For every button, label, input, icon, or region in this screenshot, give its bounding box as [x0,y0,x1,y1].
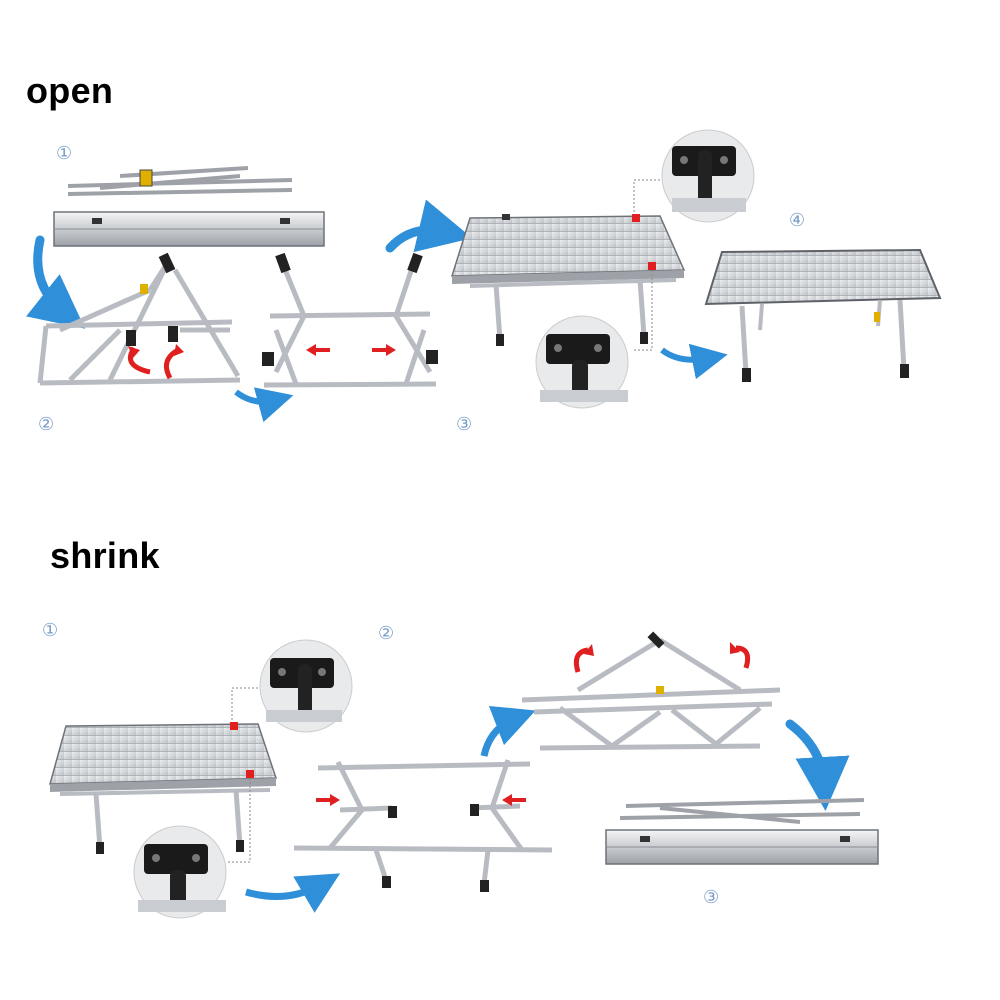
shrink-step-2-frame [293,759,553,885]
tabletop [49,723,278,785]
knob-detail-callout [133,825,227,919]
push-arrow-icon [306,344,330,356]
open-step-1-folded-table [53,166,325,247]
curved-flow-arrow-icon [785,719,850,811]
open-step-2-unfolding-frame [37,260,241,386]
push-arrow-icon [502,794,526,806]
push-arrow-icon [316,794,340,806]
shrink-step-2-number: ② [378,623,395,644]
knob-detail-callout [661,129,755,223]
shrink-step-1-number: ① [42,620,59,641]
curved-flow-arrow-icon [480,705,536,757]
open-step-2-number: ② [38,414,55,435]
push-arrow-icon [372,344,396,356]
curved-flow-arrow-icon [234,387,294,423]
leg-foot [158,252,176,274]
knob-detail-callout [535,315,629,409]
open-step-4-number: ④ [789,210,806,231]
curved-flow-arrow-icon [385,199,473,253]
shrink-step-3-folded-table [605,798,879,865]
folded-frame [67,166,293,196]
open-step-1-number: ① [56,143,73,164]
curved-flow-arrow-icon [660,343,728,380]
leg-foot [126,330,136,346]
rotate-arrow-icon [730,642,751,669]
shrink-heading: shrink [50,535,160,576]
shrink-step-1-table [49,722,278,854]
leg-foot [168,326,178,342]
open-step-4-finished-table [704,248,942,382]
open-heading: open [26,70,114,111]
curved-flow-arrow-icon [245,873,341,913]
tabletop [704,248,942,306]
open-step-3-table [450,214,686,346]
shrink-step-2-folding-frame [521,637,781,751]
shrink-step-3-number: ③ [703,887,720,908]
open-step-2-opened-frame [263,261,437,388]
open-step-3-number: ③ [456,414,473,435]
knob-detail-callout [259,639,353,733]
frame-hinge [139,169,153,187]
curved-flow-arrow-icon [26,235,86,329]
rotate-arrow-icon [573,644,594,673]
